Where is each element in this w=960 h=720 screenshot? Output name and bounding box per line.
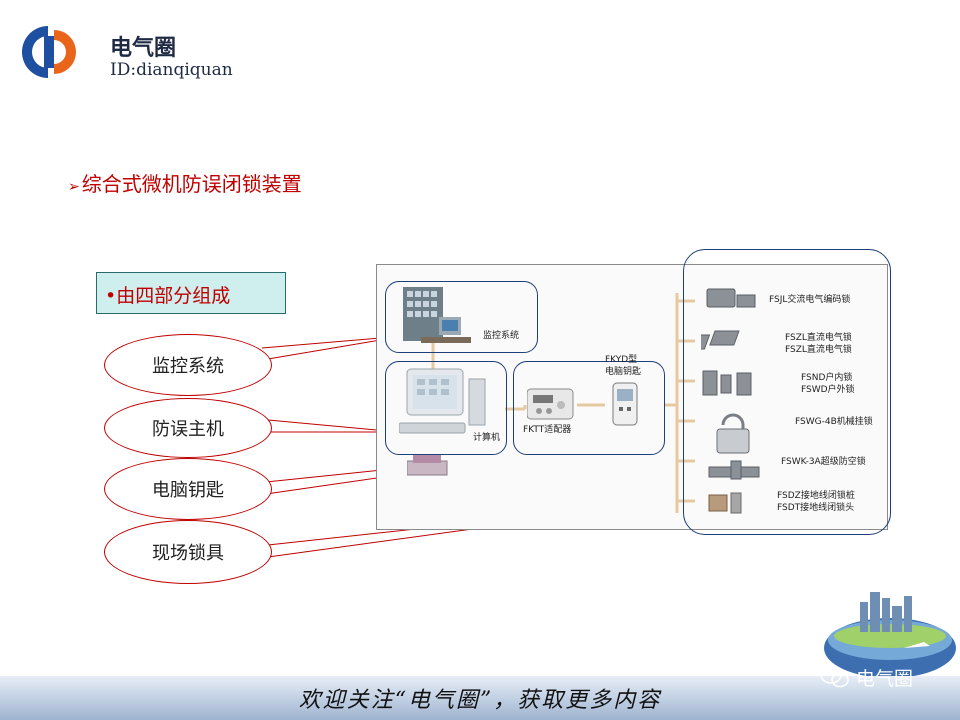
components-box: •由四部分组成 — [96, 272, 286, 314]
lock-fswg-label: FSWG-4B机械挂锁 — [795, 417, 873, 427]
footer-text: 欢迎关注“电气圈”，获取更多内容 — [298, 688, 662, 713]
computer-key-icon — [612, 382, 638, 426]
brand-id: ID:dianqiquan — [110, 60, 233, 80]
lock-fsdt-label: FSDT接地线闭锁头 — [777, 503, 855, 513]
adapter-label: FKTT适配器 — [523, 425, 572, 435]
diagram-wiring — [431, 293, 695, 513]
monitoring-cabinet-icon — [403, 287, 471, 343]
lock-fswd-label: FSWD户外锁 — [801, 385, 855, 395]
lock-fszl-label-1: FSZL直流电气锁 — [785, 333, 852, 343]
key-label-line2: 电脑钥匙 — [605, 367, 642, 377]
ellipse-monitoring-system: 监控系统 — [104, 334, 272, 396]
wechat-icon — [820, 666, 849, 688]
components-label: •由四部分组成 — [105, 285, 231, 307]
system-diagram: 监控系统 计算机 FKTT适配器 FKYD型 电脑钥匙 — [376, 249, 891, 535]
brand-title: 电气圈 — [110, 36, 177, 61]
arrow-bullet-icon: ➢ — [68, 179, 80, 195]
lock-fsnd-label: FSND户内锁 — [801, 373, 853, 383]
key-label-line1: FKYD型 — [605, 355, 638, 365]
field-locks-box — [683, 249, 891, 535]
section-heading: ➢综合式微机防误闭锁装置 — [68, 168, 302, 197]
printer-icon — [407, 455, 448, 476]
computer-icon — [399, 368, 486, 434]
lock-fszl-label-2: FSZL直流电气锁 — [785, 345, 852, 355]
lock-fsjl-label: FSJL交流电气编码锁 — [769, 295, 851, 305]
monitoring-system-label: 监控系统 — [483, 331, 520, 341]
adapter-icon — [527, 388, 574, 420]
ellipse-field-locks: 现场锁具 — [104, 520, 272, 584]
section-heading-text: 综合式微机防误闭锁装置 — [81, 172, 302, 196]
ellipse-anti-misoperation-host: 防误主机 — [104, 398, 272, 458]
lock-fsdz-label: FSDZ接地线闭锁桩 — [777, 491, 855, 501]
lock-fswk-label: FSWK-3A超级防空锁 — [781, 457, 866, 467]
monitoring-system-box — [385, 281, 538, 353]
wechat-badge-text: 电气圈 — [856, 668, 914, 690]
footer-band — [0, 676, 960, 720]
ellipse-computer-key: 电脑钥匙 — [104, 458, 272, 520]
brand-logo-icon — [22, 26, 76, 78]
lock-icons — [701, 288, 760, 514]
adapter-key-box — [513, 361, 665, 455]
computer-label: 计算机 — [473, 433, 501, 443]
computer-box — [385, 361, 507, 455]
city-globe-illustration — [824, 592, 956, 678]
